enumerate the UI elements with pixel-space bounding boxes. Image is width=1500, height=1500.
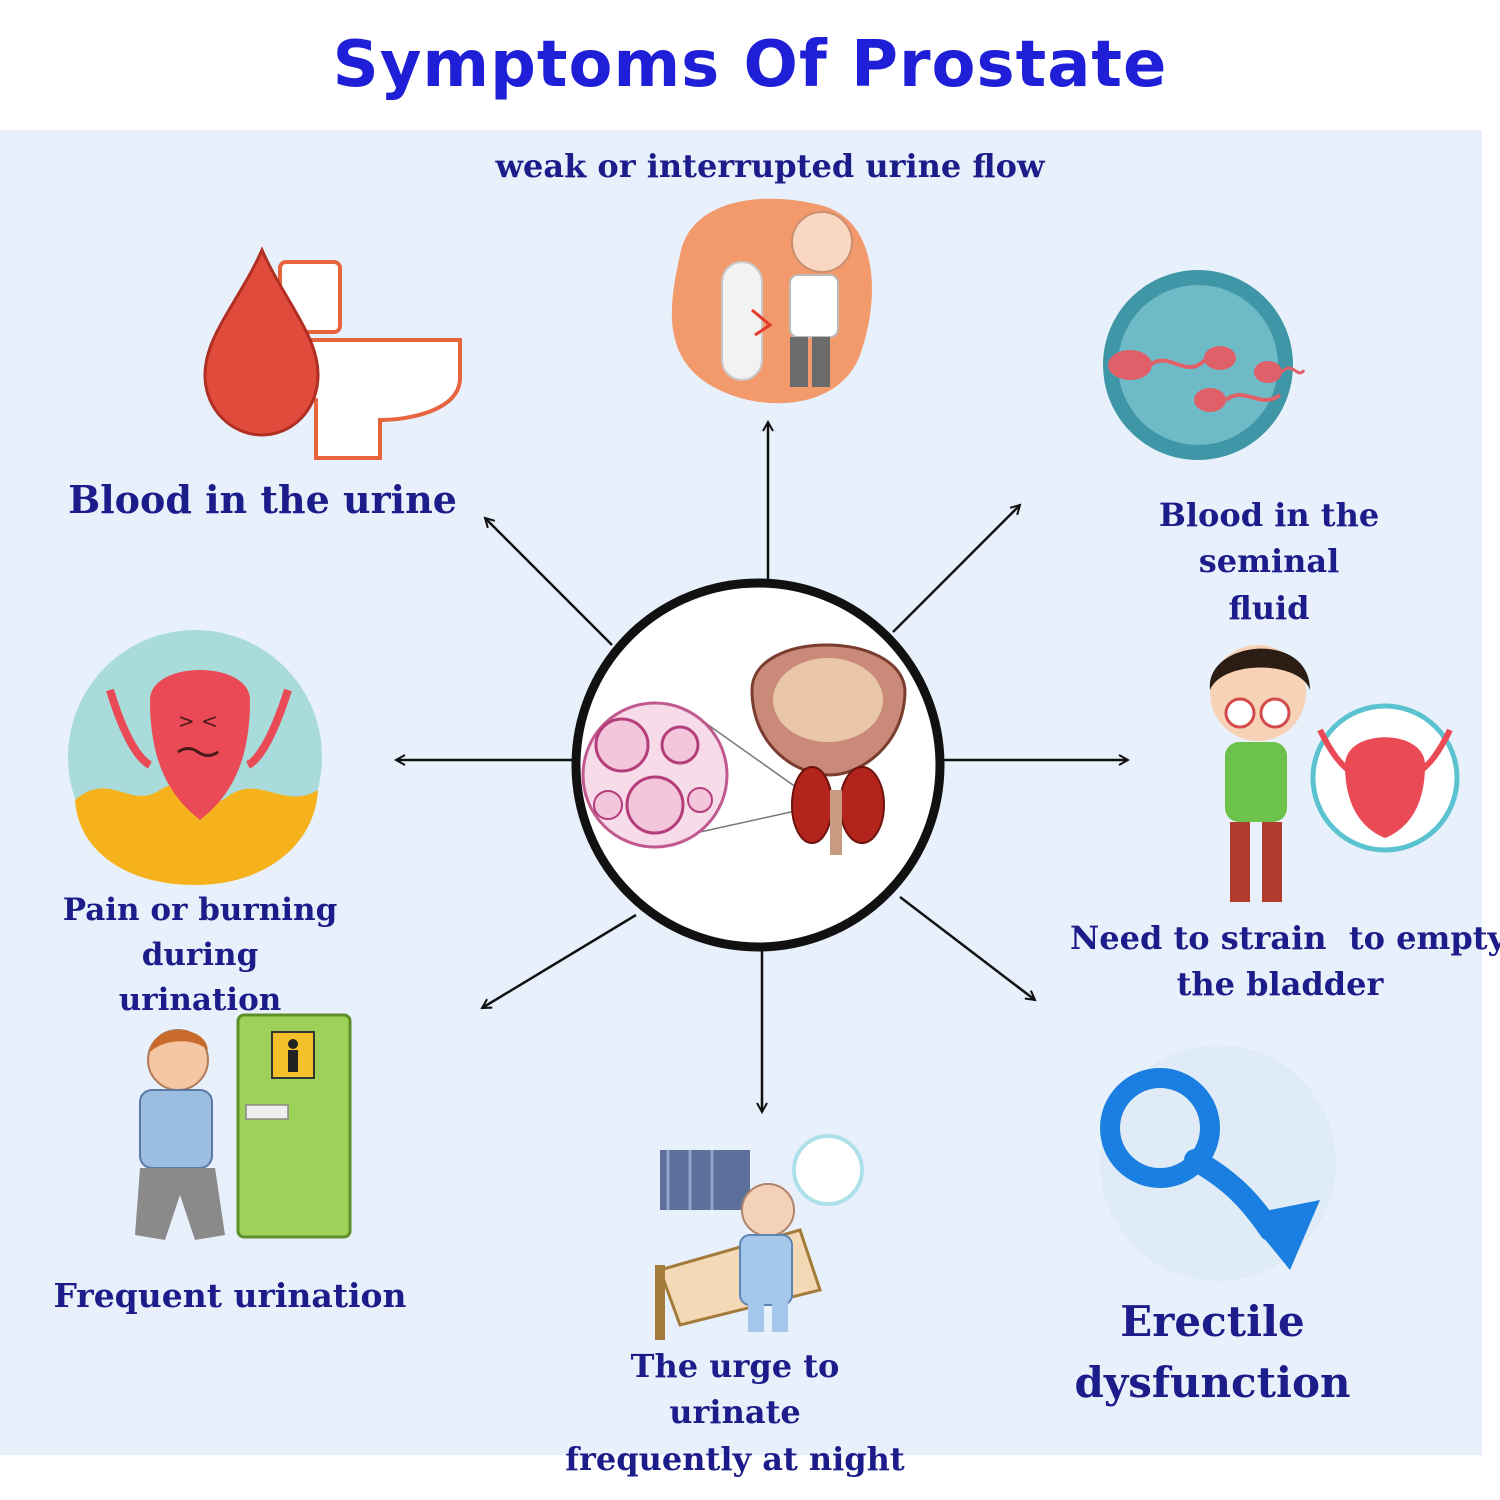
label-frequent: Frequent urination: [53, 1276, 407, 1315]
svg-text:> <: > <: [178, 709, 218, 733]
sperm-cells-icon: [1103, 270, 1306, 460]
night-bed-icon: [655, 1134, 864, 1340]
prostate-center-circle: [571, 578, 945, 952]
boy-bladder-icon: [1209, 645, 1460, 902]
tissue-magnifier-icon: [581, 701, 801, 849]
arrow-down-right: [899, 896, 1035, 1000]
label-weak-flow: weak or interrupted urine flow: [495, 147, 1045, 185]
label-strain: Need to strain to empty the bladder: [1070, 919, 1500, 1004]
label-blood-seminal: Blood in the seminal fluid: [1158, 496, 1380, 627]
arrow-down-left: [482, 913, 637, 1010]
label-blood-urine: Blood in the urine: [68, 477, 457, 522]
page-title: Symptoms Of Prostate: [332, 28, 1168, 102]
arrow-up-left: [485, 518, 613, 646]
prostate-icon: [750, 643, 907, 855]
label-erectile: Erectile dysfunction: [1074, 1297, 1351, 1407]
arrow-up-right: [892, 505, 1020, 633]
label-night: The urge to urinate frequently at night: [565, 1347, 905, 1478]
urinal-man-icon: [671, 198, 872, 404]
male-symbol-down-icon: [1100, 1045, 1336, 1281]
blood-drop-toilet-icon: [203, 246, 462, 460]
burning-bladder-icon: > <: [68, 630, 322, 885]
label-pain-burning: Pain or burning during urination: [62, 892, 338, 1018]
toilet-door-man-icon: [135, 1013, 352, 1240]
